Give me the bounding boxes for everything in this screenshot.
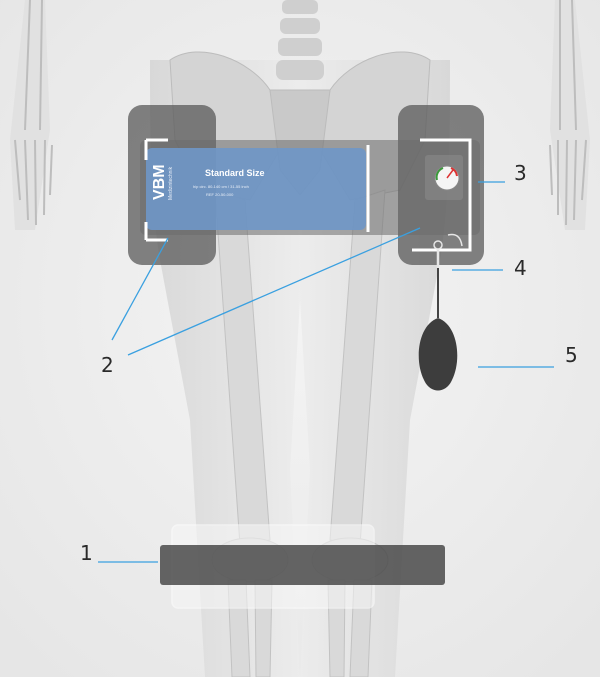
- belt-size-title: Standard Size: [205, 168, 265, 178]
- callout-3: 3: [514, 161, 527, 185]
- belt-brand: VBM: [151, 164, 168, 200]
- callout-2: 2: [101, 353, 114, 377]
- knee-strap-band: [160, 545, 445, 585]
- callout-1: 1: [80, 541, 93, 565]
- callout-4: 4: [514, 256, 527, 280]
- spine: [276, 0, 324, 80]
- pressure-gauge: [425, 155, 463, 200]
- blue-compression-panel: [146, 148, 366, 230]
- belt-size-line1: hip circ. 80-140 cm / 31-55 inch: [193, 184, 249, 189]
- callout-5: 5: [565, 343, 578, 367]
- belt-size-line2: REF 20-50-000: [206, 192, 234, 197]
- belt-brand-sub: Medizintechnik: [168, 166, 174, 200]
